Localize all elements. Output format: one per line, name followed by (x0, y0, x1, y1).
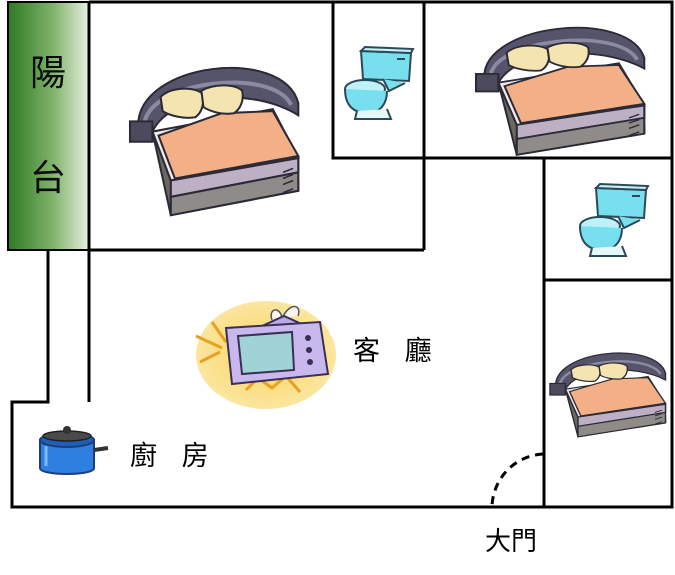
bed-icon (130, 68, 298, 215)
balcony: 陽 台 (7, 1, 90, 251)
kitchen-label: 廚 房 (130, 441, 217, 472)
living-room-label: 客 廳 (353, 336, 440, 367)
bed-icon (476, 28, 644, 155)
bed-icon (548, 351, 667, 439)
balcony-label-2: 台 (30, 158, 66, 199)
cooking-pot-icon (39, 426, 109, 475)
main-door: 大門 (485, 452, 544, 557)
toilet-icon (344, 46, 414, 120)
walls (10, 0, 674, 509)
television-icon (195, 301, 336, 409)
toilet-icon (579, 183, 649, 257)
balcony-label-1: 陽 (30, 53, 66, 94)
main-door-label: 大門 (485, 527, 537, 557)
